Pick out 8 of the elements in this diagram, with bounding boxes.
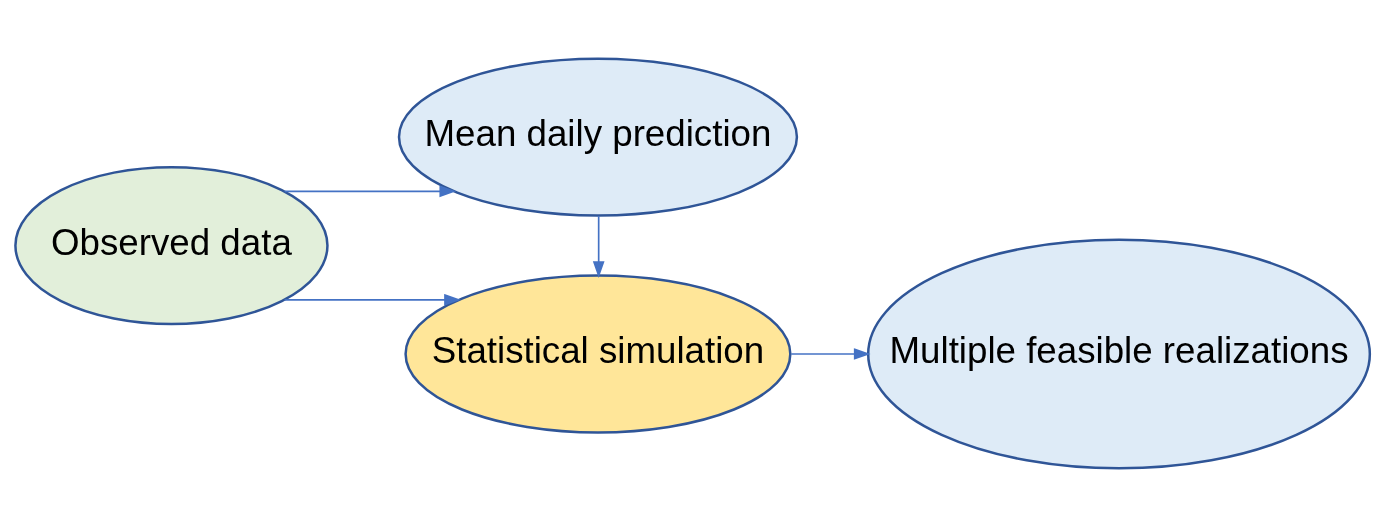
arrow (283, 185, 457, 197)
arrow (790, 347, 871, 360)
node-ellipse: Statistical simulation (404, 273, 792, 434)
node-ellipse: Multiple feasible realizations (866, 237, 1372, 470)
node-ellipse: Observed data (14, 165, 329, 325)
node-ellipse: Mean daily prediction (397, 56, 799, 217)
arrow (592, 214, 605, 278)
arrow (283, 293, 461, 306)
